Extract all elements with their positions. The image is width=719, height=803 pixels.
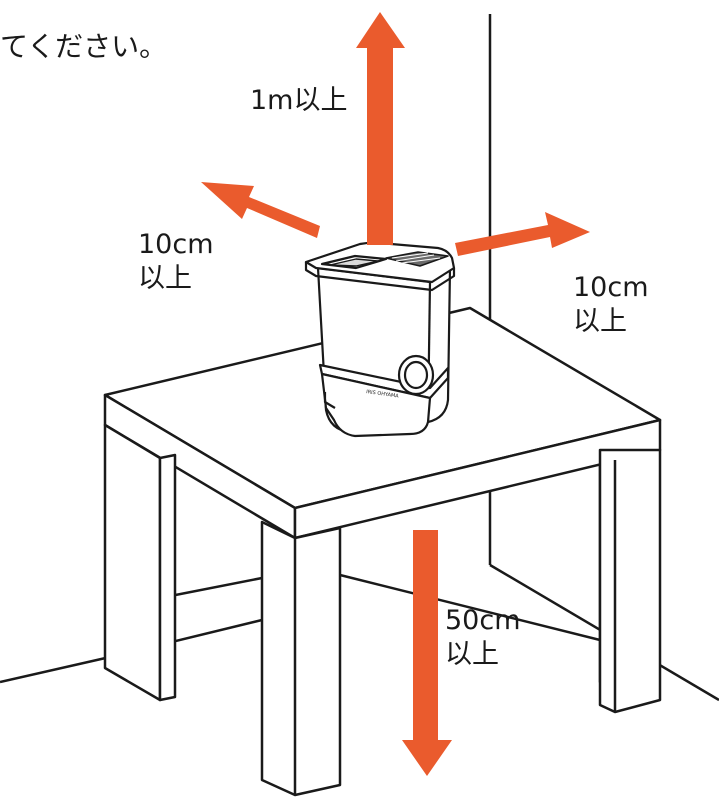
- arrow-down: [402, 530, 452, 776]
- brand-mark: IRIS OHYAMA: [366, 389, 400, 400]
- label-left-distance: 10cm: [138, 229, 214, 260]
- humidifier-base: [320, 372, 432, 438]
- label-left-suffix: 以上: [138, 263, 192, 294]
- arrow-left: [201, 182, 320, 238]
- table-leg-front-left-side: [158, 453, 177, 702]
- label-bottom-distance: 50cm: [445, 605, 521, 636]
- arrow-up: [356, 12, 405, 245]
- instruction-caption: てください。: [0, 30, 168, 63]
- label-right-distance: 10cm: [573, 272, 649, 303]
- label-top-text: 1m以上: [250, 85, 348, 116]
- arrow-right: [455, 212, 590, 256]
- label-clearance-left: 10cm 以上: [138, 228, 214, 296]
- table: [103, 306, 662, 797]
- label-clearance-right: 10cm 以上: [573, 271, 649, 339]
- label-clearance-bottom: 50cm 以上: [445, 604, 521, 672]
- clearance-arrows: [201, 12, 590, 776]
- label-right-suffix: 以上: [573, 306, 627, 337]
- table-leg-front-right: [598, 448, 662, 714]
- humidifier: IRIS OHYAMA: [304, 241, 456, 438]
- table-leg-front-left: [103, 423, 162, 702]
- table-leg-front-center: [260, 520, 342, 797]
- label-clearance-top: 1m以上: [250, 84, 347, 118]
- table-apron-inner-right: [339, 573, 601, 642]
- label-bottom-suffix: 以上: [445, 639, 499, 670]
